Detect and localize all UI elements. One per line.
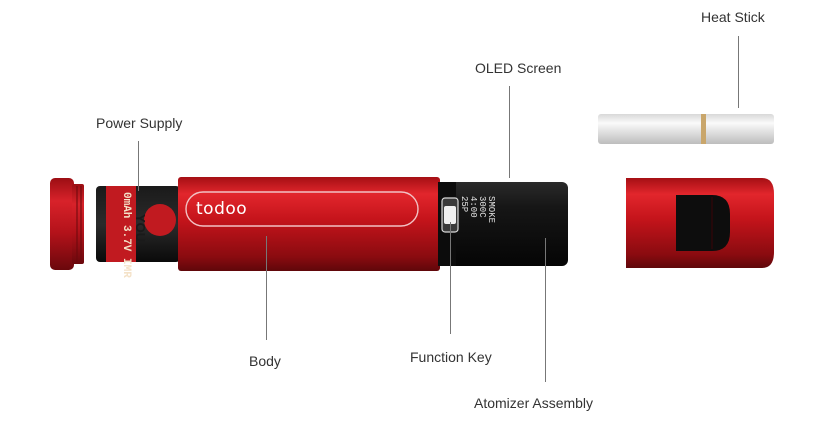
heat-stick xyxy=(598,114,774,144)
oled-line: 4:00 xyxy=(468,196,478,218)
battery-print-a: YOU xyxy=(133,214,148,243)
oled-line: SMOKE xyxy=(486,196,496,224)
atomizer-assembly-label: Atomizer Assembly xyxy=(474,395,594,411)
heat-stick-label: Heat Stick xyxy=(701,9,765,25)
atomizer-assembly-leader xyxy=(545,238,546,382)
function-key-label: Function Key xyxy=(410,349,492,365)
power-supply-leader xyxy=(138,141,139,191)
atomizer-assembly xyxy=(438,182,568,266)
body-label: Body xyxy=(249,353,281,369)
oled-line: 25P xyxy=(459,196,469,213)
battery xyxy=(96,186,180,262)
brand-logo: todoo xyxy=(196,199,248,219)
battery-print-b: 0mAh 3.7V IMR xyxy=(120,192,132,278)
power-supply-label: Power Supply xyxy=(96,115,183,131)
oled-screen-label: OLED Screen xyxy=(475,60,562,76)
body-leader xyxy=(266,236,267,340)
end-cap xyxy=(50,178,84,270)
oled-screen-display: SMOKE 300C 4:00 25P xyxy=(459,196,496,224)
outer-sleeve xyxy=(626,178,774,268)
oled-screen-leader xyxy=(509,86,510,178)
body-tube xyxy=(178,177,440,271)
oled-line: 300C xyxy=(477,196,487,218)
heat-stick-leader xyxy=(738,36,739,108)
function-key-leader xyxy=(450,222,451,334)
